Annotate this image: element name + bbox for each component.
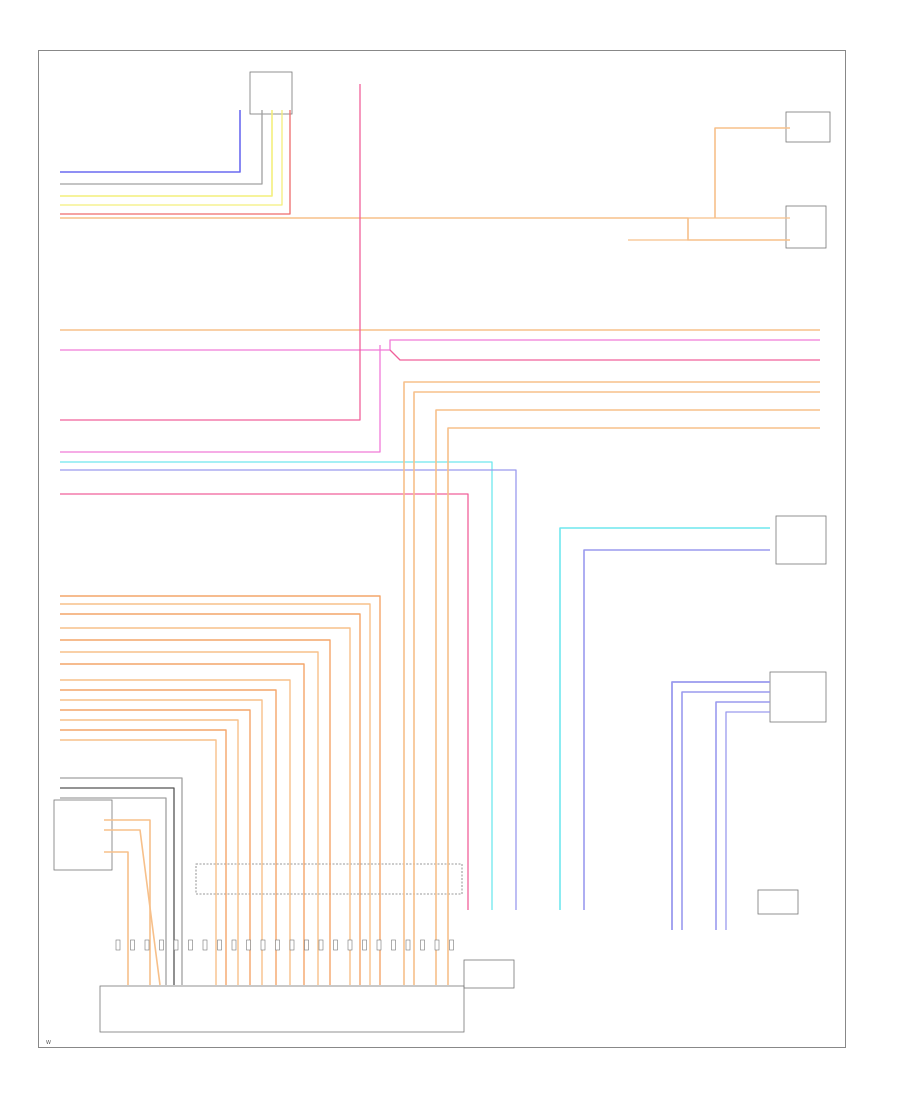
wire-orange-fan-0 — [60, 595, 381, 985]
wire-gray-top — [60, 110, 263, 185]
diagram-footer: W — [46, 1040, 51, 1046]
wire-orange-fan-1 — [60, 603, 371, 985]
wire-orange-fan-4 — [60, 639, 331, 985]
ground-symbol-box — [757, 889, 799, 915]
wire-orange-fan-11 — [60, 719, 239, 985]
wire-orange-fan-9 — [60, 699, 263, 985]
main-module-side-connector — [463, 959, 515, 989]
wire-yellow-top — [60, 110, 273, 197]
wire-orange-fan-6 — [60, 663, 305, 985]
wire-orange-bundle-2 — [435, 409, 820, 985]
wire-orange-bundle-1 — [413, 391, 820, 985]
wire-violet-lower-4 — [725, 711, 770, 930]
wire-orange-lower-left-3 — [104, 851, 129, 985]
connector-pin — [289, 939, 295, 951]
connector-pin — [260, 939, 266, 951]
connector-pin — [420, 939, 425, 951]
wire-orange-lower-left-1 — [104, 819, 151, 985]
wire-pink-vertical — [60, 84, 361, 421]
upper-right-component-box — [785, 111, 831, 143]
connector-pin — [231, 939, 237, 951]
wire-orange-fan-10 — [60, 709, 251, 985]
wire-orange-fan-8 — [60, 689, 277, 985]
main-module-connector — [99, 985, 465, 1033]
connector-pin — [202, 939, 208, 951]
wire-yellow-top-2 — [60, 110, 283, 206]
wire-magenta-340 — [60, 339, 820, 351]
wire-violet-lower-3 — [715, 701, 770, 930]
wire-orange-fan-12 — [60, 729, 227, 985]
component-boxes — [53, 71, 831, 1033]
connector-pin — [347, 939, 353, 951]
wire-blue-top — [60, 110, 241, 173]
connector-pin — [115, 939, 121, 951]
wire-pink-494 — [60, 493, 469, 910]
diagram-frame — [38, 50, 846, 1048]
wire-violet-lower-2 — [681, 691, 770, 930]
wire-cyan-right — [559, 527, 770, 910]
connector-pin — [405, 939, 411, 951]
wire-violet-lower-1 — [671, 681, 770, 930]
wire-orange-lower-left-2 — [104, 829, 161, 986]
wire-gray-lower-2 — [60, 797, 167, 985]
wire-pink-360 — [389, 349, 820, 361]
right-module-box — [785, 205, 827, 249]
wire-gray-lower-1 — [60, 777, 183, 985]
connector-pin — [275, 939, 280, 951]
wire-orange-bundle-0 — [403, 381, 820, 985]
connector-pin — [449, 939, 454, 951]
wire-orange-fan-2 — [60, 613, 361, 985]
wire-orange-upper — [714, 127, 790, 218]
top-left-connector-box — [249, 71, 293, 115]
splice-pack — [195, 863, 463, 895]
wire-violet-470 — [60, 469, 517, 910]
connector-pin — [318, 939, 324, 951]
wire-dark-lower-1 — [60, 787, 175, 985]
wire-orange-main — [60, 217, 790, 241]
connector-pin — [376, 939, 382, 951]
connector-pin — [304, 939, 309, 951]
wire-violet-right — [583, 549, 770, 910]
wire-orange-fan-13 — [60, 739, 217, 985]
wire-cyan-462 — [60, 461, 493, 910]
right-middle-component-box — [775, 515, 827, 565]
connector-pin — [333, 939, 338, 951]
connector-pin — [159, 939, 164, 951]
wire-magenta-452 — [60, 345, 381, 453]
connector-pin — [217, 939, 222, 951]
left-lower-component-box — [53, 799, 113, 871]
connector-pin — [362, 939, 367, 951]
wire-orange-fan-7 — [60, 679, 291, 985]
connector-pin — [246, 939, 251, 951]
wire-orange-bundle-3 — [447, 427, 820, 985]
wire-red-top — [60, 110, 291, 215]
wire-orange-fan-3 — [60, 627, 351, 985]
right-lower-component-box — [769, 671, 827, 723]
connector-pin — [434, 939, 440, 951]
connector-pin — [188, 939, 193, 951]
wire-orange-fan-5 — [60, 651, 319, 985]
pin-layer — [115, 939, 454, 951]
connector-pin — [130, 939, 135, 951]
connector-pin — [144, 939, 150, 951]
connector-pin — [173, 939, 179, 951]
connector-pin — [391, 939, 396, 951]
wire-layer — [60, 84, 820, 986]
